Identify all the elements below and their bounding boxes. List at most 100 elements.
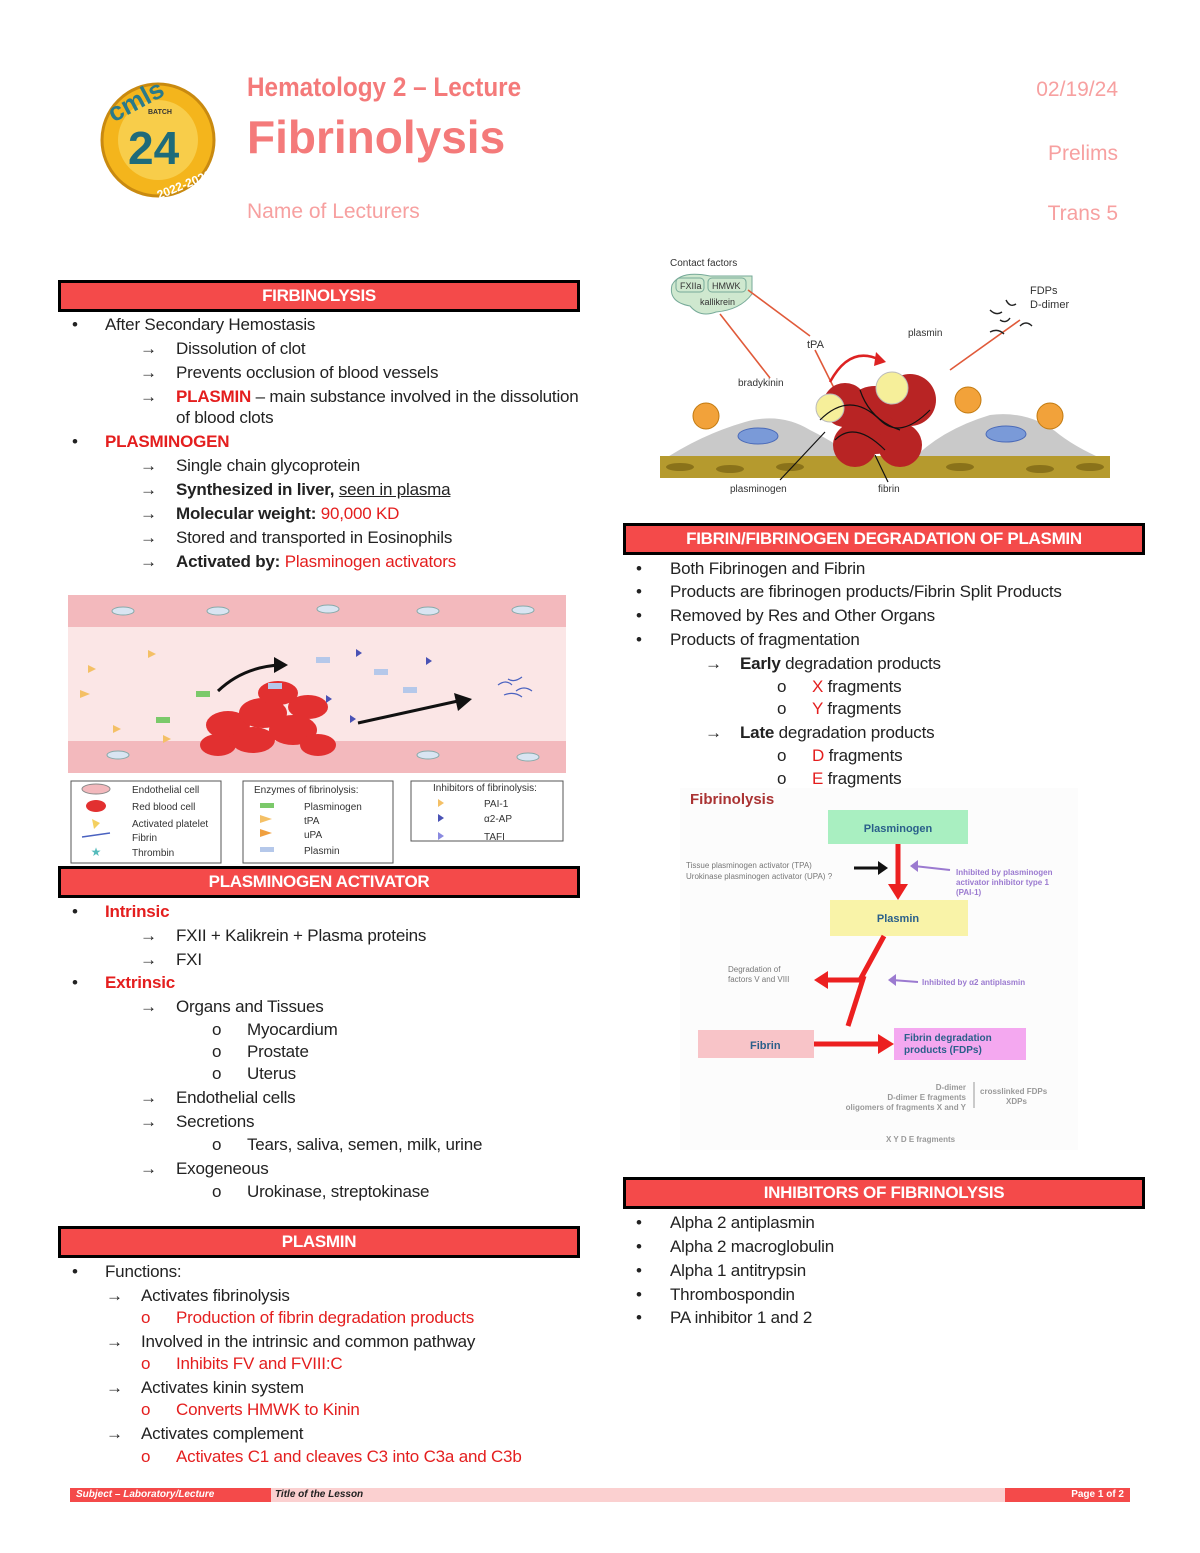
bullet: • xyxy=(72,432,78,451)
circle-bullet: o xyxy=(141,1354,151,1373)
list-item: Dissolution of clot xyxy=(176,339,306,358)
list-item: Tears, saliva, semen, milk, urine xyxy=(247,1135,483,1154)
circle-bullet: o xyxy=(212,1042,222,1061)
arrow-icon: → xyxy=(140,1088,157,1107)
list-item: Secretions xyxy=(176,1112,255,1131)
list-item: Molecular weight: 90,000 KD xyxy=(176,504,400,523)
svg-text:D-dimer E fragments: D-dimer E fragments xyxy=(887,1093,966,1102)
svg-text:Plasmin: Plasmin xyxy=(877,913,919,925)
list-item: Activated by: Plasminogen activators xyxy=(176,552,457,571)
svg-text:Urokinase plasminogen activato: Urokinase plasminogen activator (UPA) ? xyxy=(686,872,833,881)
circle-bullet: o xyxy=(777,769,787,788)
list-item: Alpha 1 antitrypsin xyxy=(670,1261,807,1280)
svg-text:fibrin: fibrin xyxy=(878,484,900,495)
list-item: PA inhibitor 1 and 2 xyxy=(670,1308,813,1327)
list-item: Uterus xyxy=(247,1064,296,1083)
arrow-icon: → xyxy=(140,339,157,358)
arrow-icon: → xyxy=(705,723,722,742)
bullet: • xyxy=(636,559,642,578)
bullet: • xyxy=(636,1285,642,1304)
list-item: Alpha 2 macroglobulin xyxy=(670,1237,835,1256)
list-item: X fragments xyxy=(812,677,902,696)
bullet: • xyxy=(72,973,78,992)
list-item: Y fragments xyxy=(812,699,902,718)
fibrinolysis-flow-figure: Fibrinolysis Plasminogen Tissue plasmino… xyxy=(680,788,1078,1150)
arrow-icon: → xyxy=(140,504,157,523)
bullet: • xyxy=(636,606,642,625)
arrow-icon: → xyxy=(140,1159,157,1178)
trans-number: Trans 5 xyxy=(1047,202,1118,225)
svg-text:factors V and VIII: factors V and VIII xyxy=(728,975,789,984)
plasmin-action-figure: Contact factors FXIIa HMWK kallikrein tP… xyxy=(660,250,1110,500)
section-header-inhibitors: INHIBITORS OF FIBRINOLYSIS xyxy=(623,1177,1145,1209)
arrow-icon: → xyxy=(140,363,157,382)
list-item: E fragments xyxy=(812,769,902,788)
list-item: Production of fibrin degradation product… xyxy=(176,1308,474,1327)
list-item: Single chain glycoprotein xyxy=(176,456,361,475)
list-item: FXI xyxy=(176,950,202,969)
svg-text:HMWK: HMWK xyxy=(712,281,741,291)
legend-label: Plasminogen xyxy=(304,802,362,813)
svg-text:D-dimer: D-dimer xyxy=(1030,299,1069,311)
legend-label: TAFI xyxy=(484,832,505,843)
arrow-icon: → xyxy=(140,528,157,547)
circle-bullet: o xyxy=(777,746,787,765)
list-item: Activates fibrinolysis xyxy=(141,1286,290,1305)
list-item: Thrombospondin xyxy=(670,1285,795,1304)
list-item: PLASMIN – main substance involved in the… xyxy=(176,387,579,406)
list-item: Both Fibrinogen and Fibrin xyxy=(670,559,866,578)
legend-label: Fibrin xyxy=(132,833,157,844)
arrow-icon: → xyxy=(106,1378,123,1397)
bullet: • xyxy=(636,630,642,649)
legend-label: Plasmin xyxy=(304,846,340,857)
footer-lesson-title: Title of the Lesson xyxy=(271,1488,1005,1502)
svg-text:Inhibited by plasminogen: Inhibited by plasminogen xyxy=(956,868,1053,877)
list-item: Removed by Res and Other Organs xyxy=(670,606,935,625)
circle-bullet: o xyxy=(141,1308,151,1327)
svg-text:D-dimer: D-dimer xyxy=(936,1083,966,1092)
circle-bullet: o xyxy=(212,1182,222,1201)
list-item: Extrinsic xyxy=(105,973,176,992)
term: Prelims xyxy=(1047,142,1118,165)
date: 02/19/24 xyxy=(1036,78,1118,101)
circle-bullet: o xyxy=(141,1447,151,1466)
list-item: Involved in the intrinsic and common pat… xyxy=(141,1332,476,1351)
circle-bullet: o xyxy=(212,1064,222,1083)
bullet: • xyxy=(636,1308,642,1327)
arrow-icon: → xyxy=(140,1112,157,1131)
svg-text:tPA: tPA xyxy=(807,339,825,351)
section-header-plasminogen-activator: PLASMINOGEN ACTIVATOR xyxy=(58,866,580,898)
arrow-icon: → xyxy=(140,456,157,475)
svg-text:kallikrein: kallikrein xyxy=(700,297,735,307)
arrow-icon: → xyxy=(140,480,157,499)
list-item: Prostate xyxy=(247,1042,309,1061)
list-item: Early degradation products xyxy=(740,654,941,673)
list-item: Prevents occlusion of blood vessels xyxy=(176,363,439,382)
svg-text:Fibrin degradation: Fibrin degradation xyxy=(904,1033,992,1044)
page-footer: Subject – Laboratory/Lecture Title of th… xyxy=(70,1488,1130,1502)
footer-subject: Subject – Laboratory/Lecture xyxy=(70,1488,271,1502)
section-header-firbinolysis: FIRBINOLYSIS xyxy=(58,280,580,312)
list-item: Organs and Tissues xyxy=(176,997,324,1016)
legend-label: Thrombin xyxy=(132,848,174,859)
list-item: Inhibits FV and FVIII:C xyxy=(176,1354,343,1373)
arrow-icon: → xyxy=(106,1332,123,1351)
list-item: Activates complement xyxy=(141,1424,304,1443)
svg-text:★: ★ xyxy=(91,845,102,859)
arrow-icon: → xyxy=(140,926,157,945)
list-item: Endothelial cells xyxy=(176,1088,296,1107)
legend-label: α2-AP xyxy=(484,814,512,825)
footer-page-number: Page 1 of 2 xyxy=(1005,1488,1130,1502)
list-item: Intrinsic xyxy=(105,902,170,921)
svg-text:FXIIa: FXIIa xyxy=(680,281,702,291)
svg-text:Fibrinolysis: Fibrinolysis xyxy=(690,791,774,808)
list-item: Functions: xyxy=(105,1262,182,1281)
bullet: • xyxy=(636,582,642,601)
arrow-icon: → xyxy=(140,552,157,571)
list-item: Exogeneous xyxy=(176,1159,269,1178)
legend-label: Activated platelet xyxy=(132,819,208,830)
list-item: Products of fragmentation xyxy=(670,630,860,649)
svg-text:Inhibited by α2 antiplasmin: Inhibited by α2 antiplasmin xyxy=(922,978,1025,987)
svg-text:(PAI-1): (PAI-1) xyxy=(956,888,982,897)
svg-text:24: 24 xyxy=(128,122,180,174)
